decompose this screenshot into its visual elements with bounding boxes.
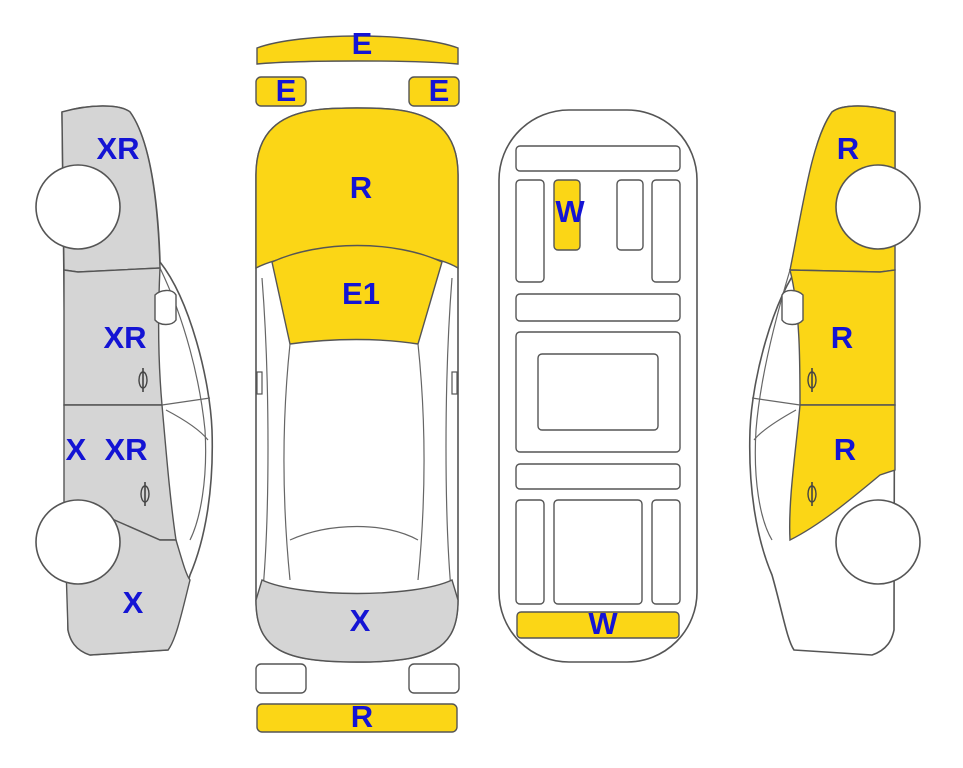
top-rear-panel bbox=[255, 579, 459, 663]
label-left-front-fender: XR bbox=[96, 131, 139, 166]
floor-front-right-door bbox=[651, 179, 681, 283]
right-window-divider bbox=[751, 397, 801, 406]
left-front-door-handle bbox=[138, 368, 148, 392]
label-top-hood: R bbox=[350, 170, 372, 205]
left-front-wheel bbox=[35, 164, 121, 250]
floor-rear-right-seat bbox=[651, 499, 681, 605]
floor-rear-center-seat bbox=[553, 499, 643, 605]
right-front-wheel bbox=[835, 164, 921, 250]
floor-trunk-yellow bbox=[516, 611, 680, 639]
label-right-front-fender: R bbox=[837, 131, 859, 166]
top-rear-window bbox=[289, 525, 419, 541]
top-roof-right bbox=[417, 343, 425, 581]
top-front-bumper-bar bbox=[256, 35, 459, 65]
left-rear-door-handle bbox=[140, 482, 150, 506]
floor-front-right-seat bbox=[616, 179, 644, 251]
right-front-door-handle bbox=[807, 368, 817, 392]
floor-rear-bar bbox=[515, 463, 681, 490]
top-right-tail-light bbox=[408, 663, 460, 694]
top-rear-bumper-bar bbox=[256, 703, 458, 733]
right-mirror bbox=[781, 289, 804, 326]
damage-labels: E E E R E1 X R XR XR X XR X W W R R R bbox=[66, 26, 860, 734]
floor-front-left-seat bbox=[515, 179, 545, 283]
label-left-rear-door-x: X bbox=[66, 432, 87, 467]
label-floor-trunk: W bbox=[588, 606, 618, 641]
left-rear-wheel bbox=[35, 499, 121, 585]
label-top-front-bumper: E bbox=[352, 26, 373, 61]
top-left-light bbox=[255, 76, 307, 107]
left-window-inner bbox=[165, 409, 209, 441]
label-top-rear-bumper: R bbox=[351, 699, 373, 734]
right-side-view bbox=[748, 105, 921, 656]
label-top-windshield: E1 bbox=[342, 276, 380, 311]
label-left-front-door: XR bbox=[103, 320, 146, 355]
top-view bbox=[255, 35, 460, 733]
floor-seat-yellow bbox=[553, 179, 581, 251]
top-left-tail-light bbox=[255, 663, 307, 694]
top-right-mirror bbox=[451, 371, 458, 395]
floor-view bbox=[498, 109, 698, 663]
label-top-right-light: E bbox=[429, 73, 450, 108]
top-right-pillar bbox=[445, 277, 453, 601]
left-mirror bbox=[154, 289, 177, 326]
floor-dash bbox=[515, 145, 681, 172]
left-side-view bbox=[35, 105, 214, 656]
top-windshield-panel bbox=[271, 244, 443, 345]
floor-center-inner bbox=[537, 353, 659, 431]
label-left-rear-door-xr: XR bbox=[104, 432, 147, 467]
label-top-rear-area: X bbox=[350, 603, 371, 638]
top-left-pillar bbox=[261, 277, 269, 601]
top-roof-left bbox=[283, 343, 291, 581]
label-left-rear-quarter: X bbox=[123, 585, 144, 620]
left-window-divider bbox=[161, 397, 211, 406]
label-right-rear-door: R bbox=[834, 432, 856, 467]
right-rear-door-handle bbox=[807, 482, 817, 506]
label-right-front-door: R bbox=[831, 320, 853, 355]
top-left-mirror bbox=[256, 371, 263, 395]
floor-rear-left-seat bbox=[515, 499, 545, 605]
left-window-line bbox=[159, 267, 207, 541]
right-window-inner bbox=[753, 409, 797, 441]
top-right-light bbox=[408, 76, 460, 107]
right-window-line bbox=[754, 269, 791, 541]
right-rear-wheel bbox=[835, 499, 921, 585]
floor-middle-bar bbox=[515, 293, 681, 322]
label-top-left-light: E bbox=[276, 73, 297, 108]
label-floor-seat: W bbox=[555, 194, 585, 229]
right-rear-door-panel bbox=[789, 404, 896, 542]
